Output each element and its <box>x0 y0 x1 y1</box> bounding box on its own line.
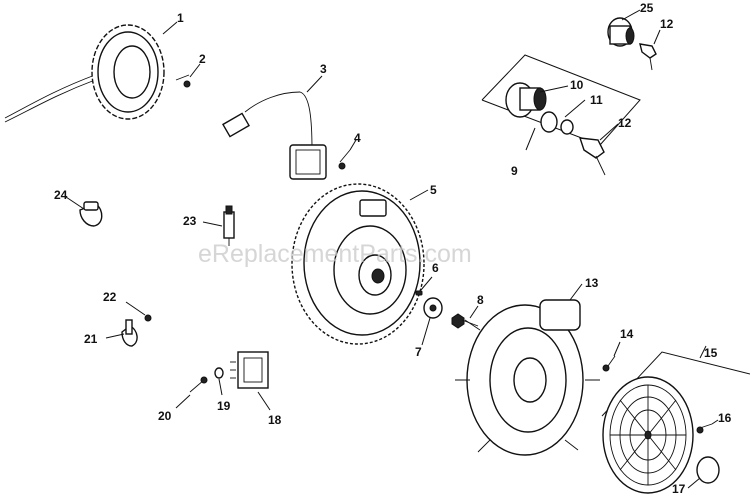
leader-25 <box>621 9 641 21</box>
callout-9: 9 <box>511 164 518 178</box>
leader-13 <box>569 283 583 301</box>
callout-19: 19 <box>217 399 231 413</box>
part-clamp-21 <box>121 319 138 347</box>
callout-11: 11 <box>590 93 603 107</box>
part-decal-17 <box>696 456 720 484</box>
leader-19 <box>218 378 223 396</box>
callout-12a: 12 <box>618 116 632 130</box>
leader-14 <box>613 341 621 357</box>
part-screw-2 <box>175 74 191 88</box>
part-washer-19 <box>214 367 224 379</box>
callout-12b: 12 <box>660 17 674 31</box>
callout-14: 14 <box>620 327 634 341</box>
part-keyswitch-10 <box>505 82 547 118</box>
callout-22: 22 <box>103 290 117 304</box>
part-screw-16 <box>696 423 713 434</box>
leader-8 <box>469 305 479 319</box>
part-screw-14 <box>602 355 616 372</box>
callout-21: 21 <box>84 332 98 346</box>
part-clip-24 <box>79 201 103 227</box>
callout-18: 18 <box>268 413 282 427</box>
leader-9 <box>525 127 536 151</box>
part-spark-plug-23 <box>223 205 235 246</box>
leader-18 <box>257 391 271 411</box>
callout-17: 17 <box>672 482 686 496</box>
leader-20 <box>175 394 191 409</box>
callout-25: 25 <box>640 1 654 15</box>
part-grass-screen <box>602 376 694 494</box>
part-screw-4 <box>338 149 351 170</box>
leader-2 <box>189 63 201 78</box>
part-regulator-18 <box>230 351 269 389</box>
callout-7: 7 <box>415 345 422 359</box>
callout-15: 15 <box>704 346 718 360</box>
watermark: eReplacementParts.com <box>198 240 472 268</box>
callout-24: 24 <box>54 188 68 202</box>
part-stator <box>4 24 165 123</box>
bracket-9 <box>481 54 641 146</box>
leader-23 <box>202 221 223 227</box>
leader-16 <box>711 419 719 425</box>
part-ignition-module <box>222 91 327 180</box>
callout-20: 20 <box>158 409 172 423</box>
leader-17 <box>687 477 701 489</box>
callout-10: 10 <box>570 78 584 92</box>
leader-3 <box>306 75 323 93</box>
leader-11 <box>564 99 586 118</box>
leader-1 <box>162 21 178 35</box>
leader-24 <box>65 196 85 210</box>
leader-10 <box>539 85 569 93</box>
leader-12b <box>653 29 661 45</box>
callout-8: 8 <box>477 293 484 307</box>
callout-23: 23 <box>183 214 197 228</box>
part-washer-7 <box>423 297 443 319</box>
part-key-6 <box>415 290 423 296</box>
callout-16: 16 <box>718 411 732 425</box>
leader-12a <box>599 123 619 141</box>
part-nut-22 <box>144 314 152 322</box>
callout-13: 13 <box>585 276 599 290</box>
leader-6 <box>420 276 433 291</box>
leader-5 <box>409 189 429 201</box>
part-key-12a <box>578 137 606 176</box>
callout-2: 2 <box>199 52 206 66</box>
leader-7 <box>421 317 431 346</box>
callout-3: 3 <box>320 62 327 76</box>
leader-4 <box>349 139 357 151</box>
callout-6: 6 <box>432 261 439 275</box>
part-fan <box>455 299 600 456</box>
part-flywheel <box>291 183 425 345</box>
leader-21 <box>105 333 125 339</box>
part-screw-20 <box>189 376 208 393</box>
part-ring-11 <box>540 111 574 135</box>
callout-4: 4 <box>354 131 361 145</box>
callout-1: 1 <box>177 11 184 25</box>
leader-15 <box>699 345 707 359</box>
part-key-12b <box>639 43 657 71</box>
part-switch-25 <box>607 17 635 47</box>
leader-22 <box>125 301 146 316</box>
callout-5: 5 <box>430 183 437 197</box>
